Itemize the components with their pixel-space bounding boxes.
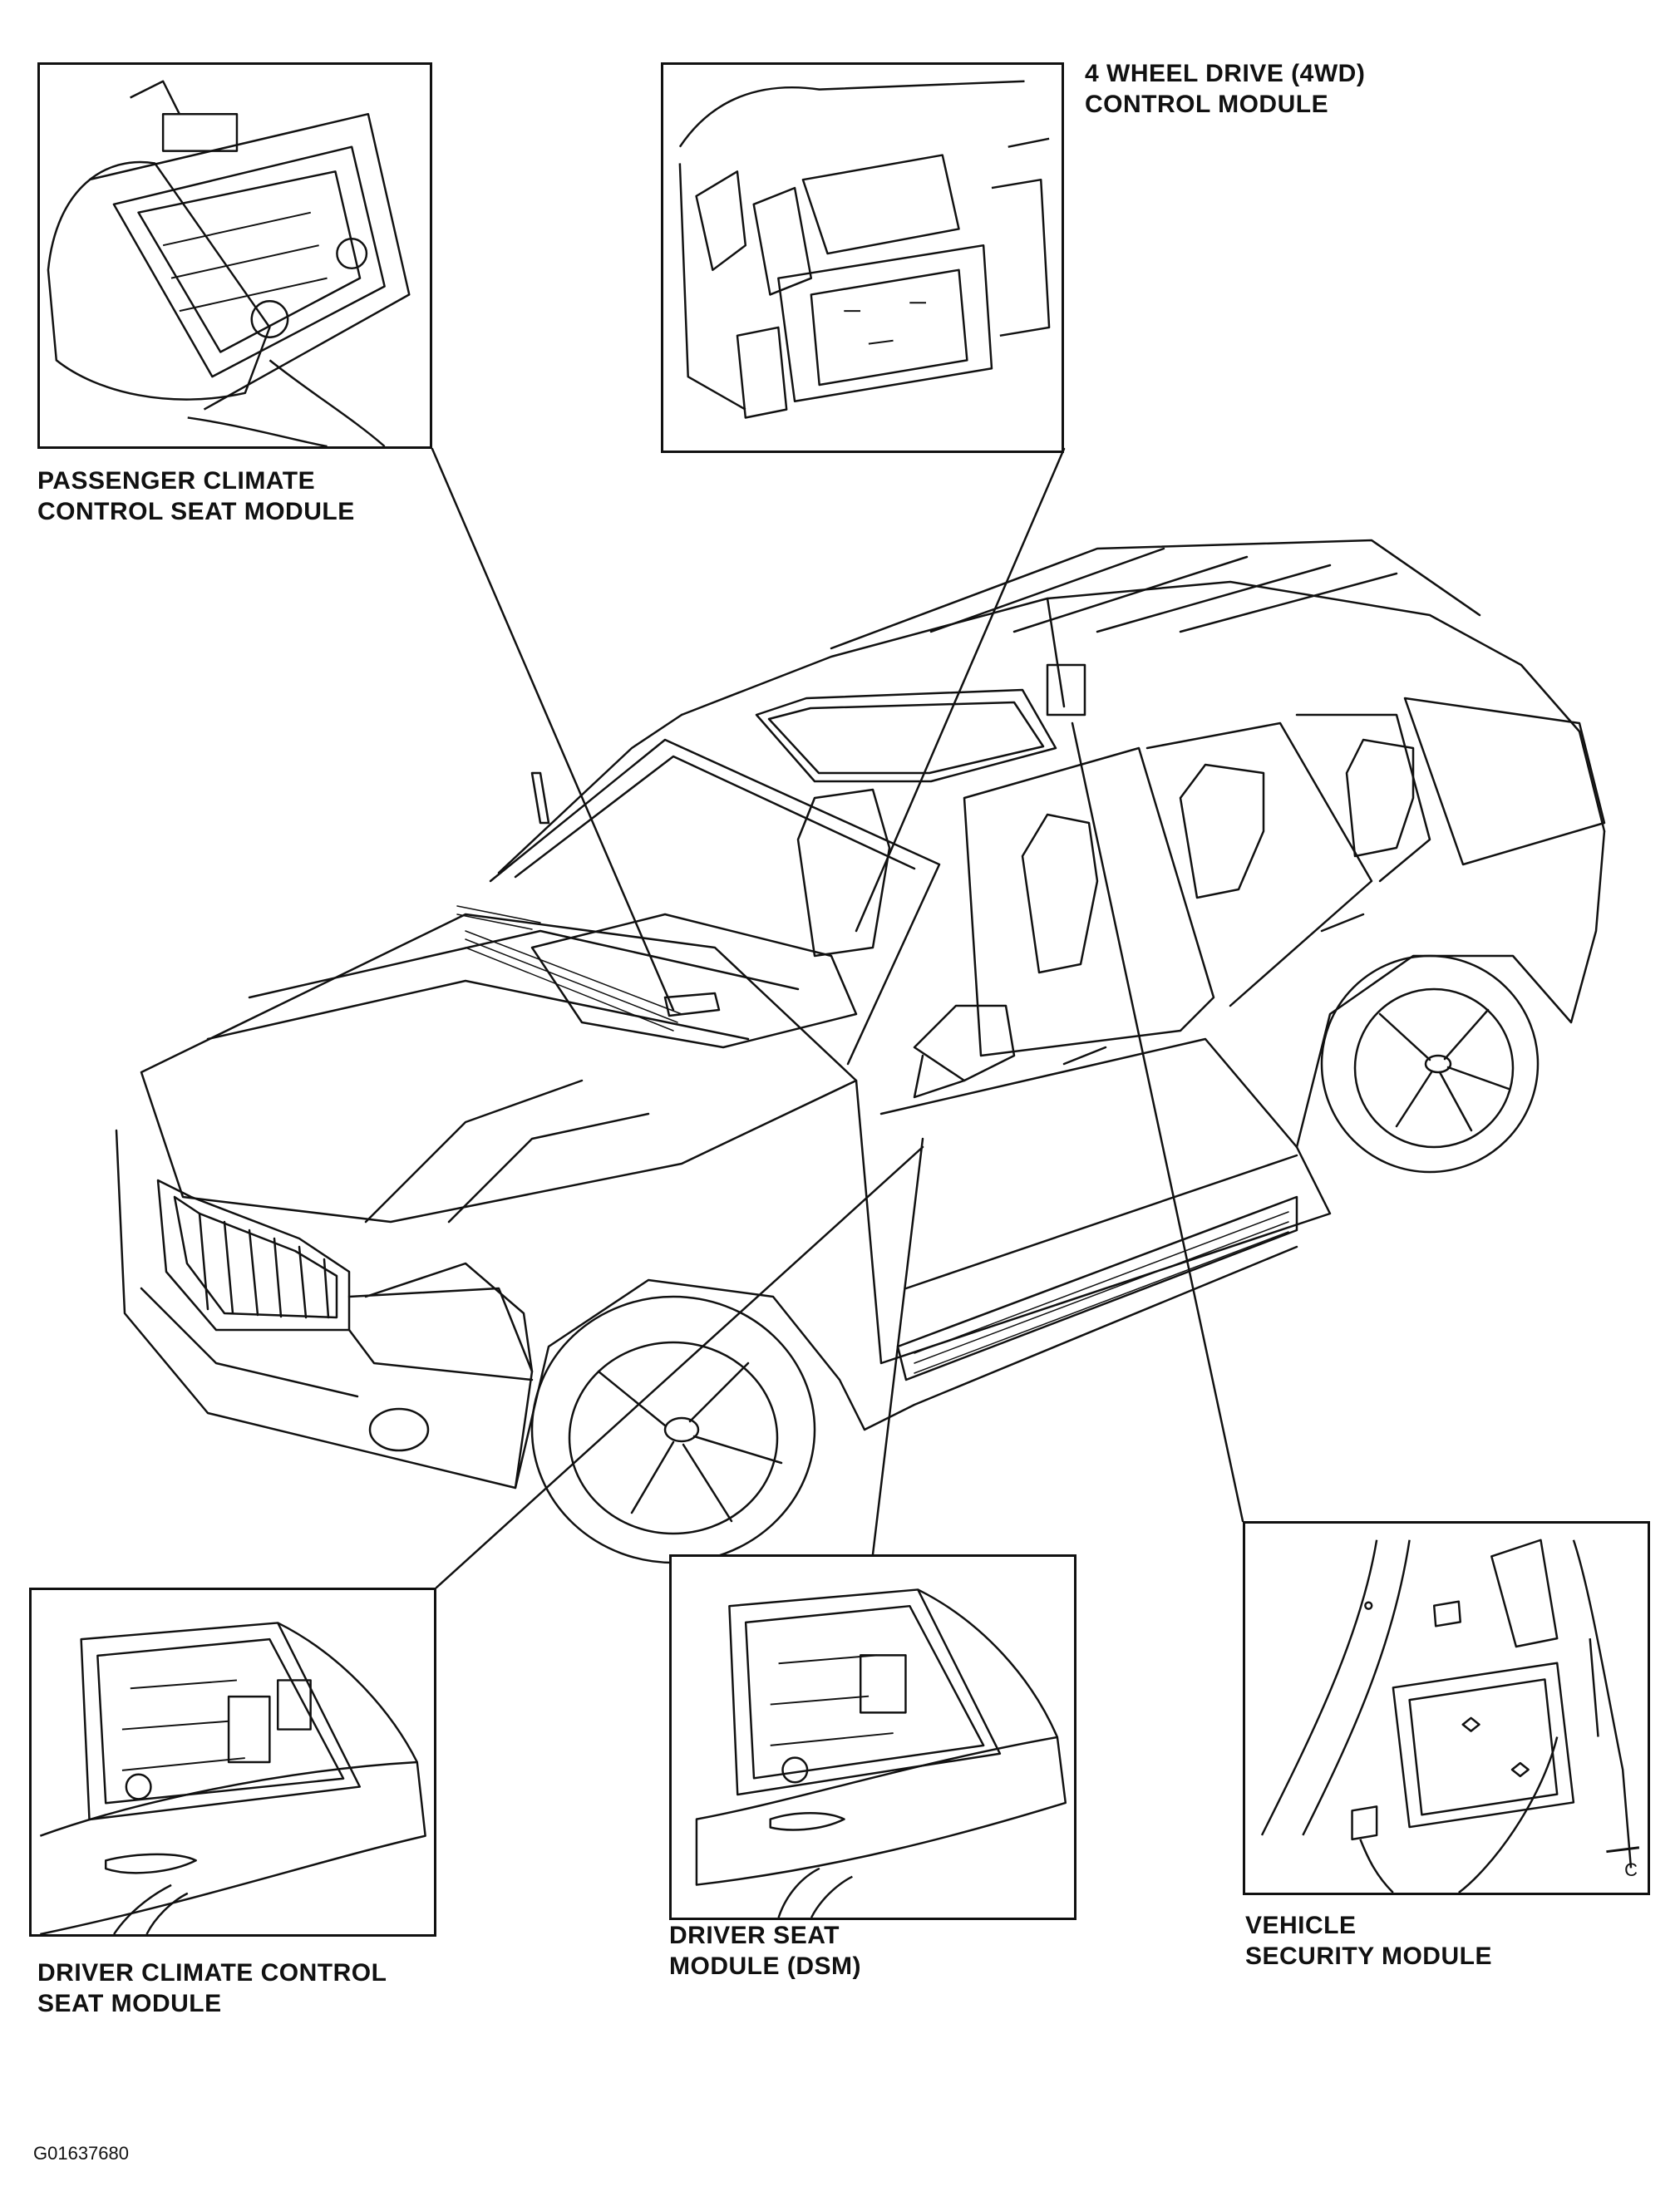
4wd-module-label: 4 WHEEL DRIVE (4WD)CONTROL MODULE	[1085, 60, 1366, 118]
figure-id: G01637680	[33, 2143, 129, 2164]
vehicle-security-illustration	[1260, 1539, 1640, 1893]
leader-driver-climate	[435, 1145, 924, 1589]
vehicle-security-panel: C	[1243, 1521, 1650, 1895]
leader-passenger-climate	[431, 447, 675, 1012]
leader-4wd	[855, 447, 1066, 933]
leader-vehicle-security	[1071, 721, 1244, 1523]
passenger-seat-illustration	[47, 80, 411, 446]
4wd-module-panel	[661, 62, 1064, 453]
vehicle-body	[115, 539, 1606, 1564]
passenger-climate-seat-panel	[37, 62, 432, 449]
driver-seat-module-panel	[669, 1554, 1076, 1920]
panel-corner-letter: C	[1624, 1859, 1638, 1880]
4wd-module-illustration	[678, 80, 1051, 419]
driver-climate-seat-illustration	[39, 1622, 426, 1934]
driver-seat-module-illustration	[695, 1588, 1067, 1918]
driver-climate-seat-panel	[29, 1588, 436, 1937]
